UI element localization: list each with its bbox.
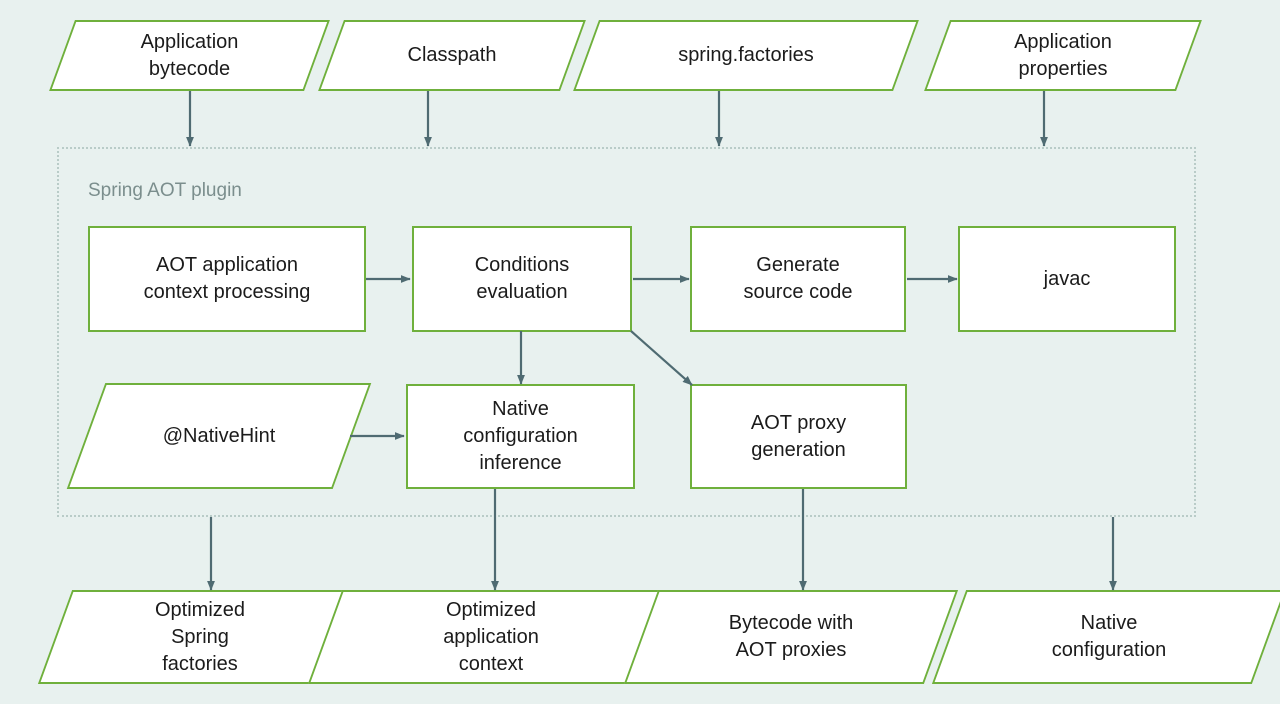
- parallelogram-shape: [924, 20, 1202, 91]
- process-generate-source-code[interactable]: Generate source code: [690, 226, 906, 332]
- output-bytecode-with-aot-proxies[interactable]: Bytecode with AOT proxies: [623, 590, 959, 684]
- output-optimized-application-context[interactable]: Optimized application context: [307, 590, 675, 684]
- process-aot-application-context-processing[interactable]: AOT application context processing: [88, 226, 366, 332]
- input-native-hint[interactable]: @NativeHint: [66, 383, 372, 489]
- parallelogram-shape: [931, 590, 1280, 684]
- process-native-configuration-inference[interactable]: Native configuration inference: [406, 384, 635, 489]
- process-aot-application-context-processing-label: AOT application context processing: [143, 254, 311, 303]
- parallelogram-shape: [307, 590, 675, 684]
- parallelogram-shape: [318, 20, 586, 91]
- process-conditions-evaluation[interactable]: Conditions evaluation: [412, 226, 632, 332]
- process-aot-proxy-generation-label: AOT proxy generation: [750, 411, 847, 461]
- spring-aot-plugin-group: [57, 147, 1196, 517]
- parallelogram-shape: [573, 20, 919, 91]
- input-application-properties[interactable]: Application properties: [924, 20, 1202, 91]
- input-classpath[interactable]: Classpath: [318, 20, 586, 91]
- process-conditions-evaluation-label: Conditions evaluation: [474, 254, 570, 303]
- input-spring-factories[interactable]: spring.factories: [573, 20, 919, 91]
- process-javac[interactable]: javac: [958, 226, 1176, 332]
- process-native-configuration-inference-label: Native configuration inference: [463, 398, 578, 474]
- input-application-bytecode[interactable]: Application bytecode: [49, 20, 330, 91]
- output-native-configuration[interactable]: Native configuration: [931, 590, 1280, 684]
- process-aot-proxy-generation[interactable]: AOT proxy generation: [690, 384, 907, 489]
- process-generate-source-code-label: Generate source code: [743, 254, 853, 303]
- process-javac-label: javac: [1043, 267, 1091, 290]
- parallelogram-shape: [49, 20, 330, 91]
- parallelogram-shape: [623, 590, 959, 684]
- spring-aot-plugin-group-label: Spring AOT plugin: [88, 180, 242, 201]
- output-optimized-spring-factories[interactable]: Optimized Spring factories: [37, 590, 363, 684]
- parallelogram-shape: [66, 383, 372, 489]
